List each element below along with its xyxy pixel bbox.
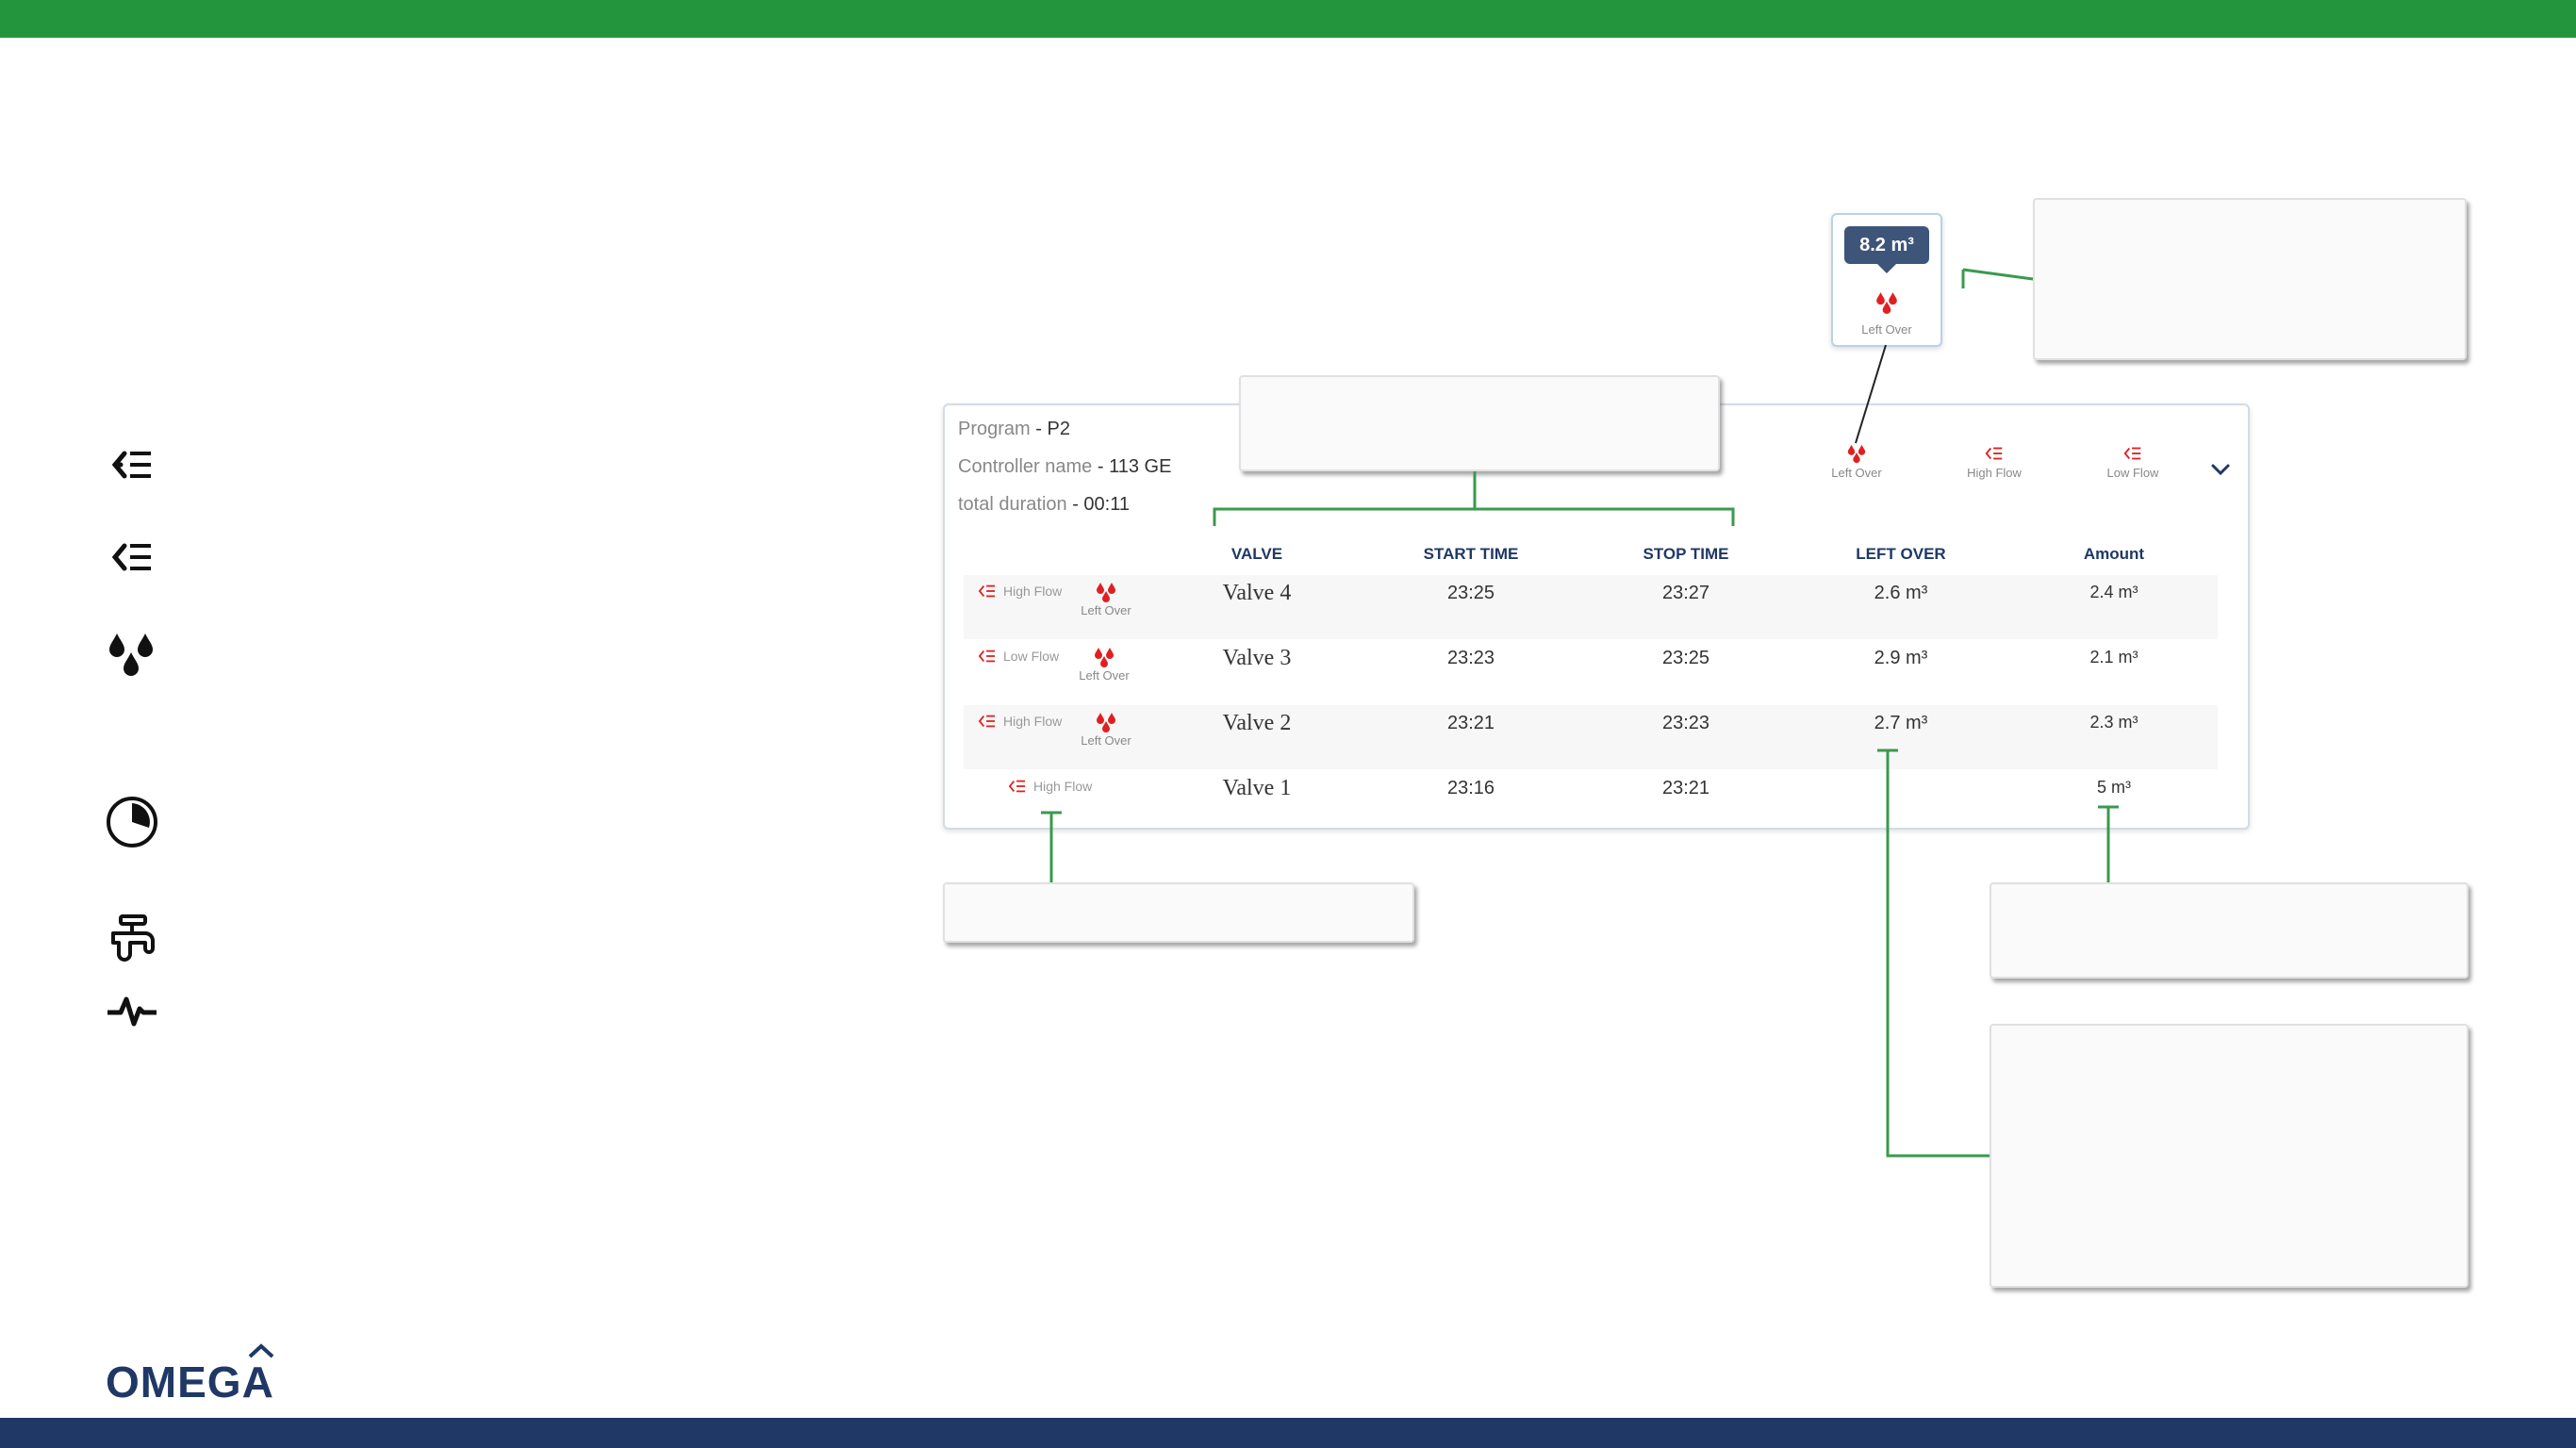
flow-tag: Low Flow [977, 648, 1059, 665]
left-over-icon [1876, 292, 1897, 314]
high-flow-icon [1008, 780, 1026, 793]
amount-value: 2.4 m³ [2089, 583, 2138, 601]
table-row[interactable]: High Flow Valve 1 23:16 23:21 5 m³ [964, 770, 2218, 834]
valve-name: Valve 3 [1222, 646, 1292, 670]
tooltip-label: Left Over [1861, 322, 1912, 337]
valve-name: Valve 1 [1222, 776, 1292, 800]
program-line: Program - P2 [958, 419, 1070, 439]
high-flow-icon [978, 715, 996, 728]
amount-value: 2.3 m³ [2089, 713, 2138, 732]
start-time: 23:25 [1446, 583, 1495, 603]
left-over-tooltip-preview: 8.2 m³ Left Over [1831, 213, 1942, 347]
left-over-tag: Left Over [1071, 646, 1137, 683]
stop-time: 23:21 [1661, 778, 1710, 798]
tooltip-arrow [1877, 264, 1896, 273]
callout-columns [1239, 375, 1720, 471]
stop-time: 23:23 [1661, 713, 1710, 733]
flow-tag: High Flow [1007, 778, 1092, 795]
left-over-value: 2.9 m³ [1874, 648, 1928, 668]
legend-low-flow: Low Flow [2081, 443, 2185, 480]
chevron-down-icon[interactable] [2208, 457, 2233, 482]
flow-tag: High Flow [977, 583, 1062, 600]
left-over-icon [1847, 444, 1866, 464]
controller-line: Controller name - 113 GE [958, 456, 1172, 477]
table-row[interactable]: Low Flow Left Over Valve 3 23:23 23:25 2… [964, 640, 2218, 704]
start-time: 23:23 [1446, 648, 1495, 668]
top-accent-bar [0, 0, 2576, 38]
low-flow-icon [2123, 447, 2141, 460]
table-row[interactable]: High Flow Left Over Valve 4 23:25 23:27 … [964, 575, 2218, 639]
valve-name: Valve 4 [1222, 581, 1292, 605]
legend-left-over: Left Over [1805, 443, 1908, 480]
legend-high-flow: High Flow [1942, 443, 2046, 480]
header-start-time[interactable]: START TIME [1423, 545, 1519, 563]
high-flow-icon [1985, 447, 2003, 460]
low-flow-icon [104, 529, 160, 585]
valve-name: Valve 2 [1222, 711, 1292, 735]
header-valve[interactable]: VALVE [1230, 545, 1283, 563]
callout-amount [1990, 882, 2469, 979]
callout-flow-type [943, 882, 1414, 943]
low-flow-icon [978, 650, 996, 663]
bottom-accent-bar [0, 1418, 2576, 1448]
left-over-icon [1097, 713, 1115, 732]
header-stop-time[interactable]: STOP TIME [1643, 545, 1729, 563]
high-flow-icon [978, 584, 996, 598]
high-flow-icon [104, 436, 160, 493]
duration-pie-icon [104, 794, 160, 850]
start-time: 23:16 [1446, 778, 1495, 798]
left-over-icon [1097, 583, 1115, 602]
amount-value: 5 m³ [2097, 778, 2131, 797]
left-over-icon [104, 626, 160, 683]
left-over-value: 2.6 m³ [1874, 583, 1928, 603]
callout-tooltip [2033, 198, 2467, 360]
tooltip-connector [1962, 268, 2034, 281]
amount-value: 2.1 m³ [2089, 648, 2138, 666]
start-time: 23:21 [1446, 713, 1495, 733]
program-card: Program - P2 Controller name - 113 GE to… [943, 403, 2250, 830]
left-over-tag: Left Over [1073, 581, 1139, 617]
faucet-icon [104, 913, 160, 969]
stop-time: 23:27 [1661, 583, 1710, 603]
pulse-icon [104, 982, 160, 1039]
duration-line: total duration - 00:11 [958, 494, 1130, 515]
stop-time: 23:25 [1661, 648, 1710, 668]
table-row[interactable]: High Flow Left Over Valve 2 23:21 23:23 … [964, 705, 2218, 769]
header-left-over[interactable]: LEFT OVER [1856, 545, 1946, 563]
left-over-icon [1095, 648, 1114, 667]
left-over-value: 2.7 m³ [1874, 713, 1928, 733]
header-amount[interactable]: Amount [2083, 545, 2145, 563]
callout-left-over [1990, 1024, 2469, 1288]
left-over-tag: Left Over [1073, 711, 1139, 748]
flow-tag: High Flow [977, 713, 1062, 730]
tooltip-value: 8.2 m³ [1844, 226, 1929, 264]
